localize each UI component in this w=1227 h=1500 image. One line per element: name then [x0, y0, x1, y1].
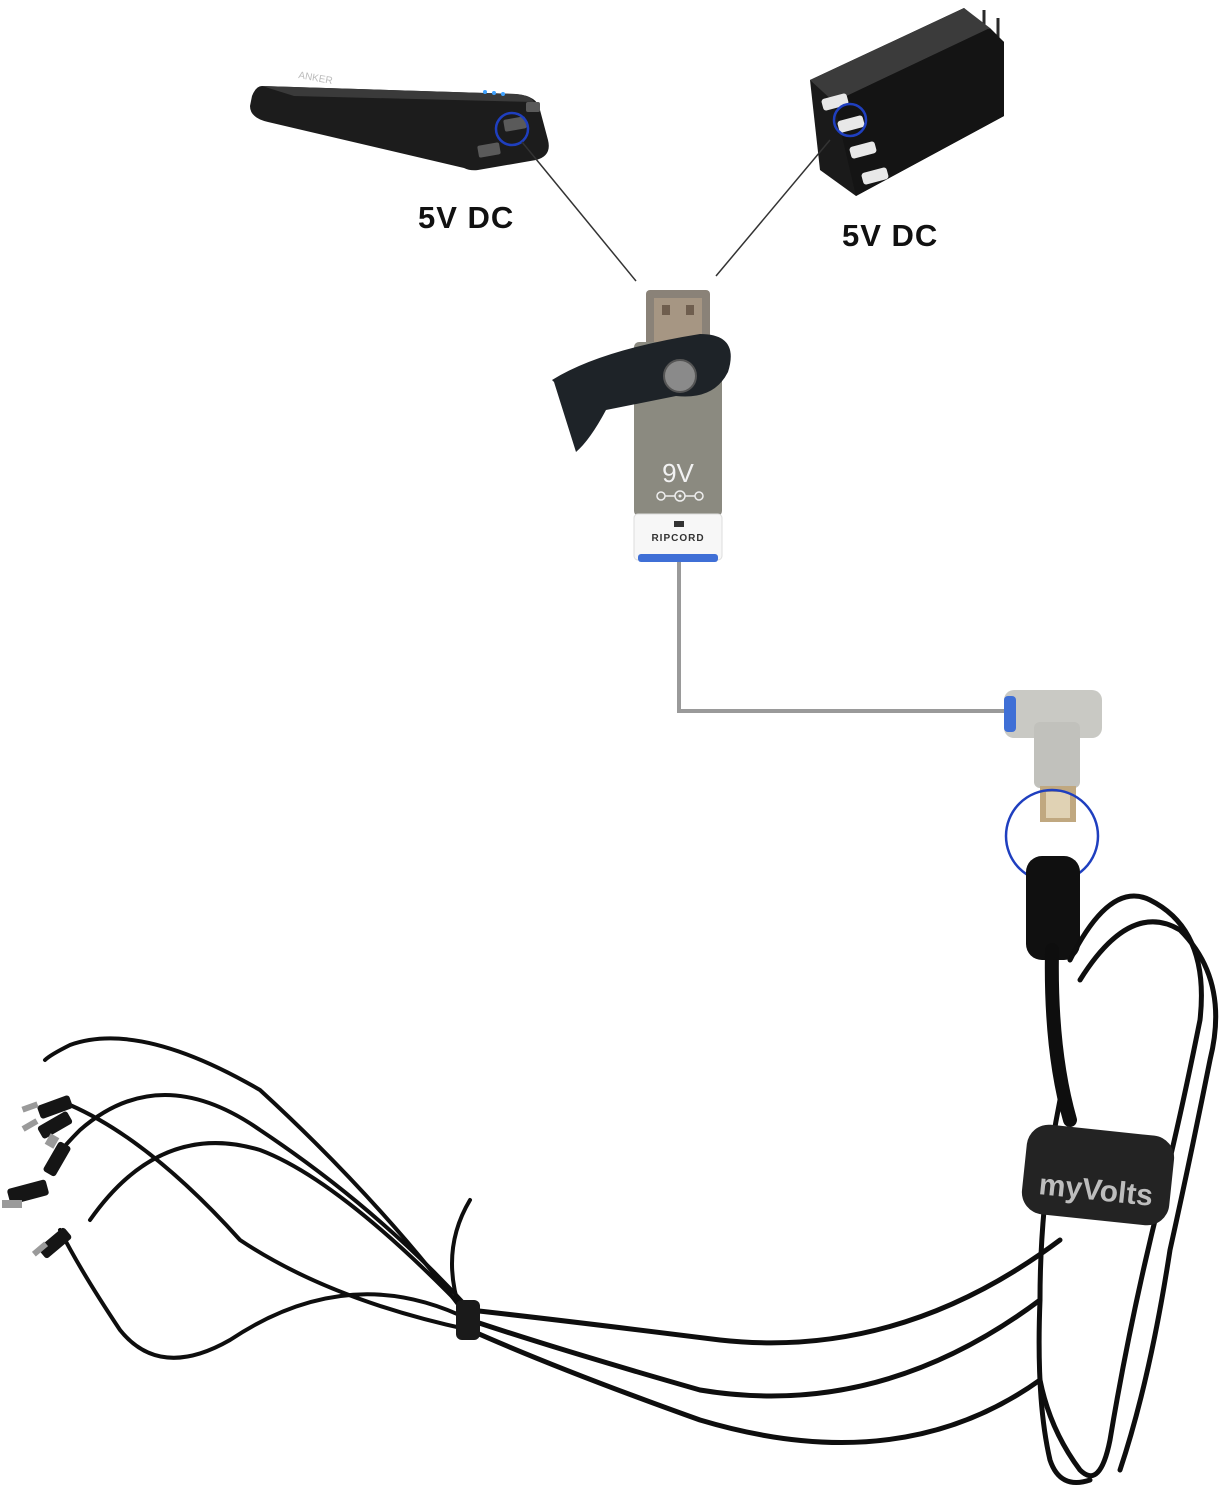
- output-plug: [21, 1095, 73, 1119]
- output-plugs: [2, 1095, 73, 1259]
- right-angle-plug: [1004, 690, 1102, 884]
- wall-charger-voltage-label: 5V DC: [842, 218, 939, 253]
- cable-strap: myVolts: [1021, 1124, 1175, 1226]
- power-bank-usb-port: [503, 116, 527, 132]
- connector-line-power-bank: [521, 141, 637, 282]
- connector-line-wall-charger: [715, 139, 831, 277]
- ripcord-logo: [674, 521, 684, 527]
- converter-cable: [677, 562, 1010, 713]
- output-plug: [21, 1111, 73, 1139]
- power-bank-brand-text: ANKER: [297, 70, 333, 87]
- daisy-chain-cable: [43, 856, 1219, 1485]
- wall-charger-usb-port-3: [849, 141, 877, 159]
- output-plug: [31, 1227, 72, 1259]
- converter-voltage-text: 9V: [662, 458, 694, 488]
- wall-charger-usb-port-2: [837, 115, 865, 133]
- wall-charger: [810, 8, 1004, 196]
- highlight-ring: [494, 111, 530, 147]
- output-plug: [43, 1133, 71, 1177]
- female-dc-jack: [1026, 856, 1080, 960]
- usb-converter: 9V RIPCORD: [552, 290, 731, 562]
- highlight-ring: [832, 102, 868, 138]
- power-bank: ANKER: [250, 70, 549, 171]
- cable-tie: [456, 1300, 480, 1340]
- output-plug: [2, 1179, 49, 1208]
- converter-brand-text: RIPCORD: [651, 533, 704, 544]
- wall-charger-usb-port-4: [861, 167, 889, 185]
- converter-pivot: [663, 359, 697, 393]
- power-bank-voltage-label: 5V DC: [418, 200, 515, 235]
